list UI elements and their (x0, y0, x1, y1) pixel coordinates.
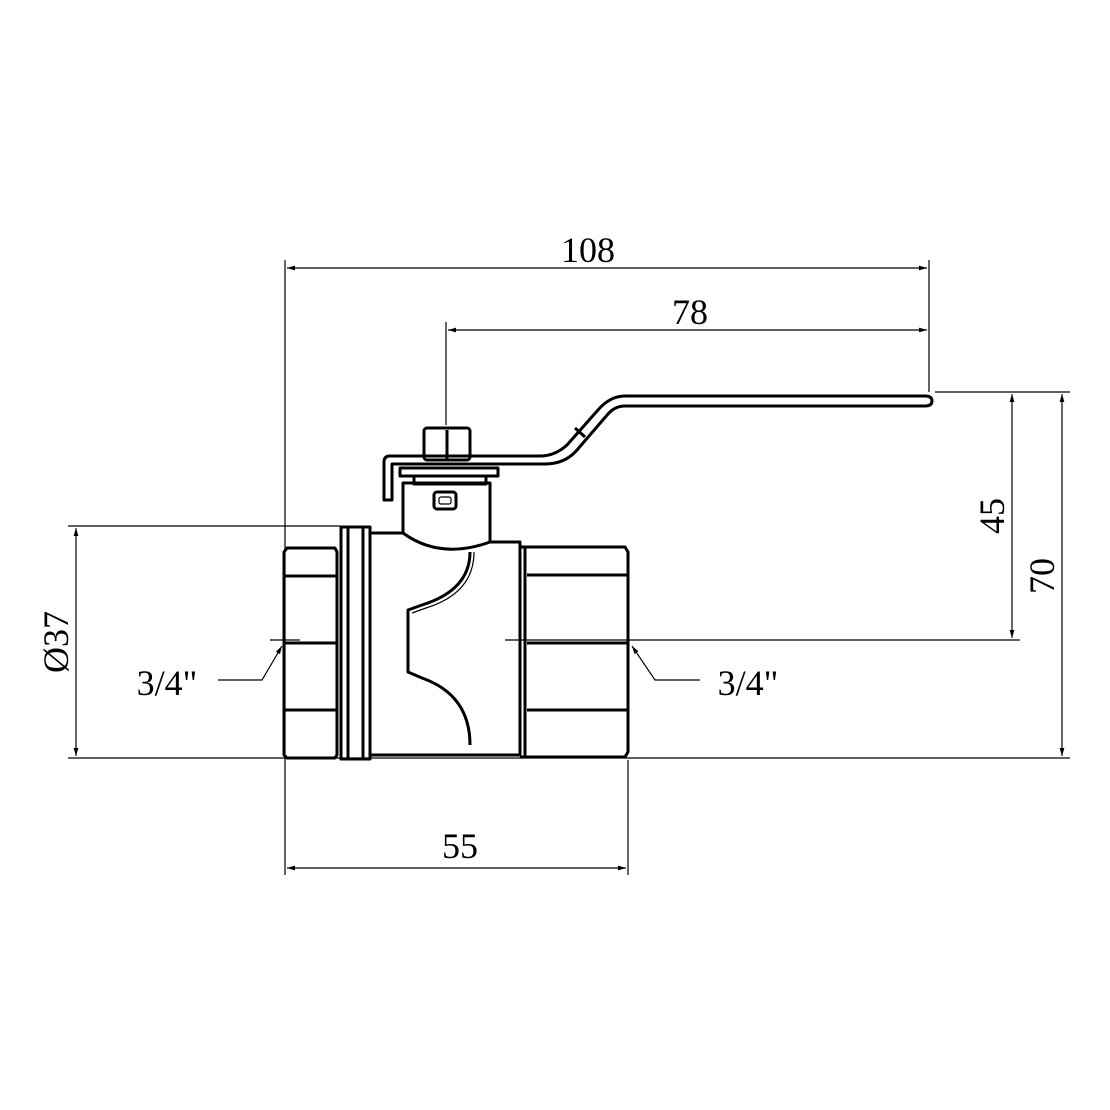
dim-diameter-37: Ø37 (36, 611, 76, 673)
dim-55: 55 (442, 826, 478, 866)
dimension-lines (68, 260, 1070, 875)
valve-body (282, 466, 630, 761)
dim-108: 108 (561, 230, 615, 270)
thread-left-label: 3/4" (137, 663, 198, 703)
dim-78: 78 (672, 292, 708, 332)
thread-right-label: 3/4" (718, 663, 779, 703)
dim-70: 70 (1022, 558, 1062, 594)
handle (382, 394, 934, 502)
dim-45: 45 (972, 498, 1012, 534)
